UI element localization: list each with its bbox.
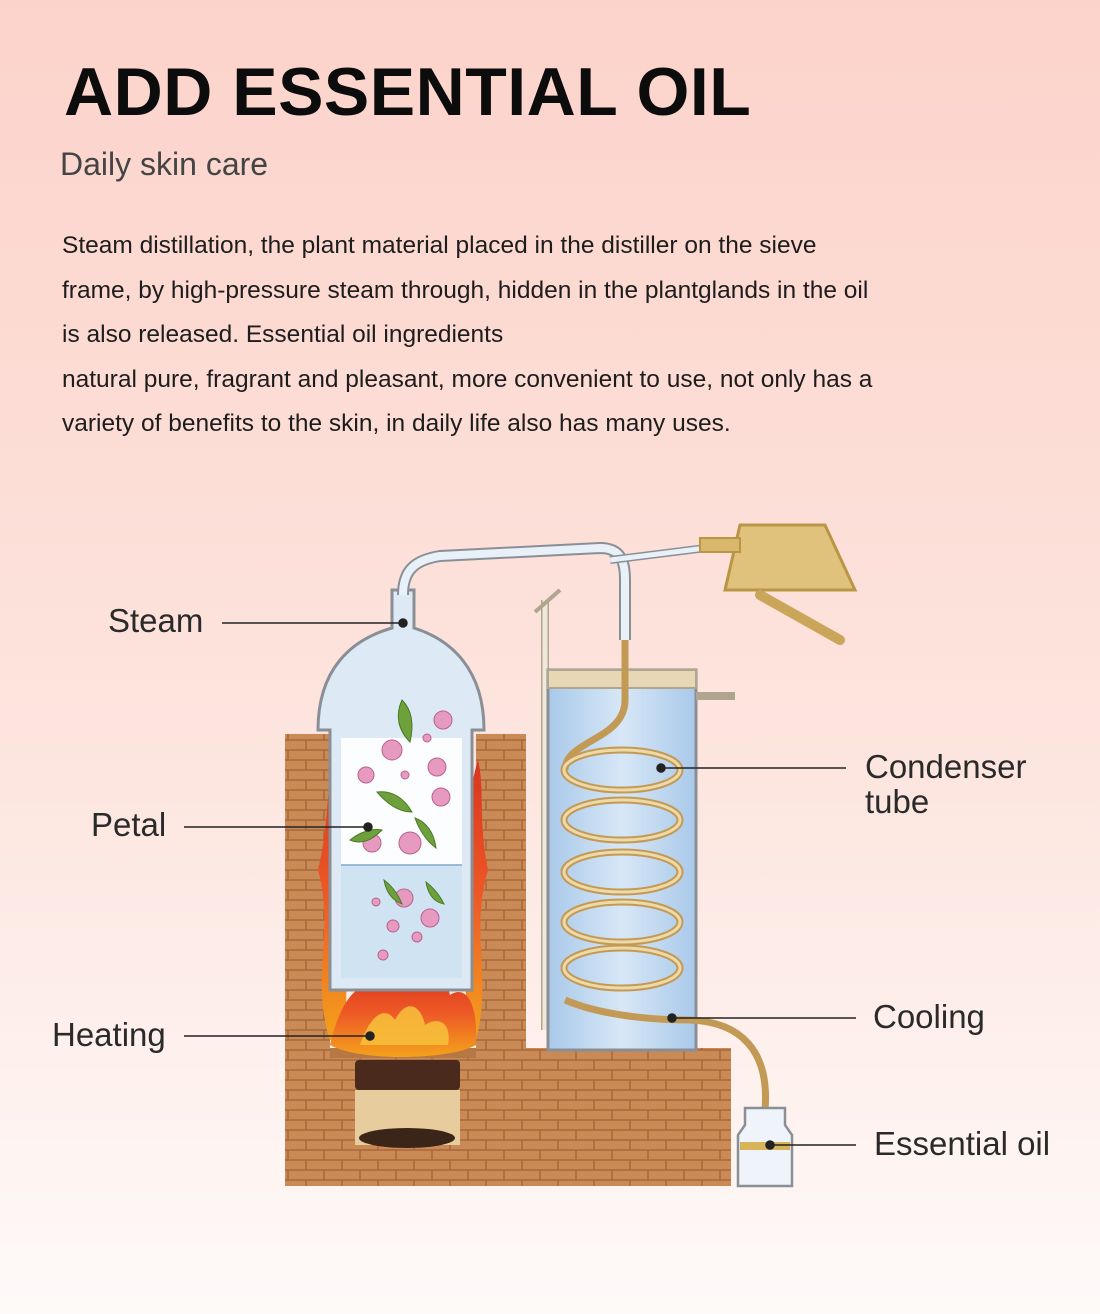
description-paragraph: Steam distillation, the plant material p…	[62, 224, 1052, 447]
description-line: Steam distillation, the plant material p…	[62, 232, 817, 259]
description-line: frame, by high-pressure steam through, h…	[62, 276, 869, 304]
description-line: natural pure, fragrant and pleasant, mor…	[62, 365, 873, 393]
petals-group	[349, 699, 453, 961]
label-condenser-line1: Condenser	[865, 748, 1027, 785]
label-steam: Steam	[108, 602, 204, 639]
label-cooling: Cooling	[873, 998, 985, 1035]
leader-lines	[184, 618, 856, 1150]
description-line: is also released. Essential oil ingredie…	[62, 321, 504, 348]
description-line: variety of benefits to the skin, in dail…	[62, 410, 731, 437]
still-vessel	[316, 588, 486, 992]
label-condenser-tube: Condenser tube	[865, 748, 1027, 820]
label-petal: Petal	[91, 806, 167, 843]
page-title: ADD ESSENTIAL OIL	[64, 54, 752, 130]
label-condenser-line2: tube	[865, 782, 930, 820]
oil-bottle	[736, 1106, 794, 1188]
label-heating: Heating	[52, 1016, 166, 1053]
page-subtitle: Daily skin care	[60, 146, 269, 182]
water-tank	[699, 523, 858, 645]
label-essential-oil: Essential oil	[874, 1125, 1051, 1162]
